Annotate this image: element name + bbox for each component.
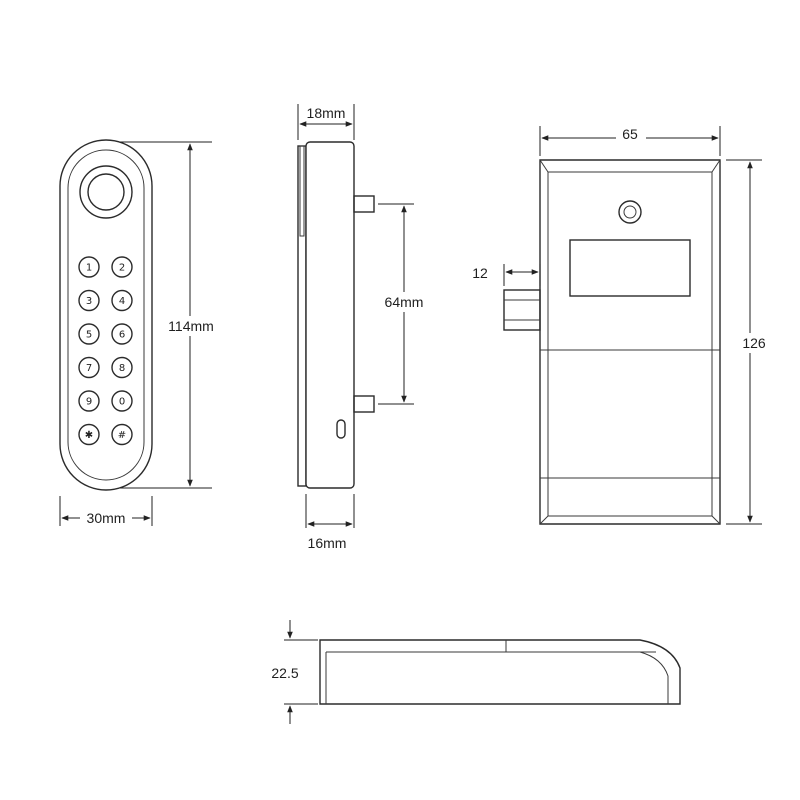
- bottom-body: [319, 639, 681, 705]
- keypad-key-label: 2: [119, 263, 125, 274]
- rear-bolt: [503, 289, 541, 331]
- rear-bolt-label: 12: [472, 265, 488, 281]
- keypad-key-label: 0: [119, 397, 125, 408]
- keypad-key-2: [78, 289, 100, 312]
- front-width-label: 30mm: [87, 510, 126, 526]
- keypad-key-7: [111, 356, 133, 379]
- keypad-key-1: [111, 256, 133, 278]
- fingerprint-sensor-outer: [79, 165, 133, 219]
- side-dimensions: 18mm 64mm 16mm: [297, 104, 432, 551]
- rear-dimensions: 65 126 12: [472, 124, 770, 525]
- side-view: [297, 141, 375, 489]
- rear-window: [569, 239, 691, 297]
- front-dimensions: 30mm 114mm: [59, 141, 222, 526]
- bottom-curve-detail: [639, 651, 669, 704]
- keypad-key-8: [78, 390, 100, 412]
- side-upper-pin: [353, 195, 375, 213]
- keypad-key-10: [78, 423, 100, 446]
- keypad-key-4: [78, 323, 100, 345]
- rear-width-label: 65: [622, 126, 638, 142]
- rear-screw-hole-icon: [623, 205, 637, 219]
- side-lower-pin: [353, 395, 375, 413]
- keypad-key-label: 4: [119, 296, 125, 307]
- front-height-label: 114mm: [168, 318, 214, 334]
- bottom-height-label: 22.5: [271, 665, 298, 681]
- keypad-key-label: 6: [119, 330, 125, 341]
- side-body: [305, 141, 355, 489]
- front-outer-shell: [59, 139, 153, 491]
- keypad-key-0: [78, 256, 100, 278]
- keypad-key-label: 7: [86, 363, 92, 374]
- rear-screw-hole-outer: [618, 200, 642, 224]
- keypad-key-3: [111, 289, 133, 312]
- keypad-key-label: 8: [119, 363, 125, 374]
- keypad-key-9: [111, 390, 133, 412]
- rear-view: [503, 159, 721, 525]
- keypad-key-label: 1: [86, 263, 92, 274]
- side-usb-port-icon: [336, 419, 346, 439]
- side-top-label: 18mm: [307, 105, 346, 121]
- front-view: 1 2 3 4 5 6 7 8 9 0 ✱ #: [59, 139, 153, 491]
- keypad-key-5: [111, 323, 133, 345]
- rear-body: [539, 159, 721, 525]
- side-sensor-bump: [299, 145, 305, 237]
- keypad-grid: 1 2 3 4 5 6 7 8 9 0 ✱ #: [78, 256, 133, 446]
- keypad-key-label: 9: [86, 397, 92, 408]
- bottom-dimensions: 22.5: [271, 620, 318, 724]
- keypad-key-label: 5: [86, 330, 92, 341]
- bottom-view: [319, 639, 681, 705]
- side-front-plate: [297, 145, 307, 487]
- side-bottom-label: 16mm: [308, 535, 347, 551]
- rear-height-label: 126: [742, 335, 766, 351]
- keypad-key-6: [78, 356, 100, 379]
- keypad-key-11: [111, 423, 133, 446]
- keypad-key-label: #: [118, 430, 126, 441]
- front-inner-panel: [67, 149, 145, 481]
- side-spacing-label: 64mm: [385, 294, 424, 310]
- keypad-key-label: ✱: [85, 430, 93, 441]
- keypad-key-label: 3: [86, 296, 92, 307]
- fingerprint-sensor-icon: [87, 173, 125, 211]
